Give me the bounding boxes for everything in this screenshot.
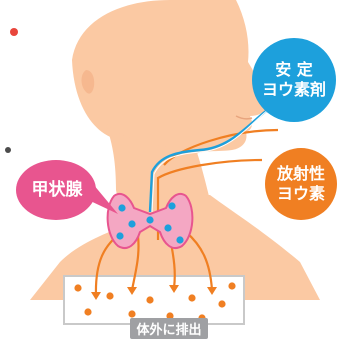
stable-iodine-label-line2: ヨウ素剤 xyxy=(262,80,326,100)
thyroid-dot xyxy=(116,232,123,239)
excretion-badge: 体外に排出 xyxy=(130,318,207,339)
excretion-box xyxy=(64,276,244,324)
thyroid-dot xyxy=(118,204,125,211)
excreted-dot xyxy=(146,296,153,303)
excreted-dot xyxy=(218,300,225,307)
edge-dot xyxy=(10,28,18,36)
radioactive-iodine-label-line2: ヨウ素 xyxy=(277,184,325,204)
excretion-label: 体外に排出 xyxy=(0,318,338,339)
edge-dot xyxy=(5,147,11,153)
radioactive-iodine-label: 放射性 ヨウ素 xyxy=(264,152,338,216)
radioactive-iodine-label-line1: 放射性 xyxy=(277,164,325,184)
thyroid-dot xyxy=(146,216,153,223)
excreted-dot xyxy=(188,294,195,301)
thyroid-dot xyxy=(164,224,171,231)
head xyxy=(72,0,270,170)
thyroid-dot xyxy=(128,220,135,227)
excreted-dot xyxy=(228,282,235,289)
excreted-dot xyxy=(84,308,91,315)
excreted-dot xyxy=(128,310,135,317)
stable-iodine-label: 安 定 ヨウ素剤 xyxy=(252,42,336,118)
excreted-dot xyxy=(106,292,113,299)
thyroid-dot xyxy=(176,236,183,243)
stable-iodine-label-line1: 安 定 xyxy=(275,60,313,80)
thyroid-label: 甲状腺 xyxy=(20,167,94,215)
thyroid-dot xyxy=(168,202,175,209)
excreted-dot xyxy=(74,284,81,291)
